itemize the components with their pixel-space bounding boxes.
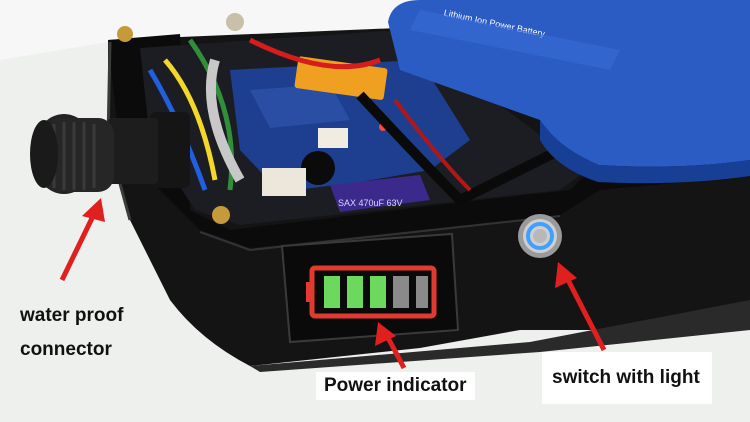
gray-wire: [205, 58, 245, 183]
arrow-switch: [563, 274, 607, 352]
power-indicator-label: Power indicator: [316, 372, 475, 400]
yellow-connector: [294, 56, 388, 100]
indicator-segment-1: [324, 276, 340, 308]
battery-indicator-terminal: [306, 282, 313, 302]
water-proof-connector-label: water proof connector: [20, 304, 123, 362]
capacitor: [330, 175, 430, 212]
red-wire: [248, 37, 381, 70]
indicator-segment-3: [370, 276, 386, 308]
indicator-segment-2: [347, 276, 363, 308]
water-proof-label-line2: connector: [20, 339, 112, 360]
illuminated-switch: [518, 214, 562, 258]
switch-with-light-label: switch with light: [542, 352, 712, 404]
battery-pack: Lithium Ion Power Battery: [388, 0, 750, 184]
internal-cavity: SAX 470uF 63V: [117, 13, 605, 225]
arrow-power-indicator: [383, 332, 407, 370]
yellow-wire: [163, 58, 218, 181]
black-wire: [356, 91, 563, 207]
white-connector: [318, 128, 348, 148]
indicator-segment-5: [416, 276, 428, 308]
annotation-arrows: [59, 198, 607, 370]
power-indicator-panel: [280, 232, 460, 344]
switch-light-ring: [526, 222, 554, 250]
white-connector-2: [262, 168, 306, 196]
terminal-post: [226, 13, 244, 31]
screw-post: [212, 206, 230, 224]
screw-post: [117, 26, 133, 42]
indicator-segment-4: [393, 276, 409, 308]
water-proof-label-line1: water proof: [20, 305, 124, 326]
capacitor-text: SAX 470uF 63V: [338, 198, 403, 208]
water-proof-connector: [30, 112, 190, 194]
buzzer: [301, 151, 335, 185]
arrow-water-proof: [59, 208, 99, 282]
